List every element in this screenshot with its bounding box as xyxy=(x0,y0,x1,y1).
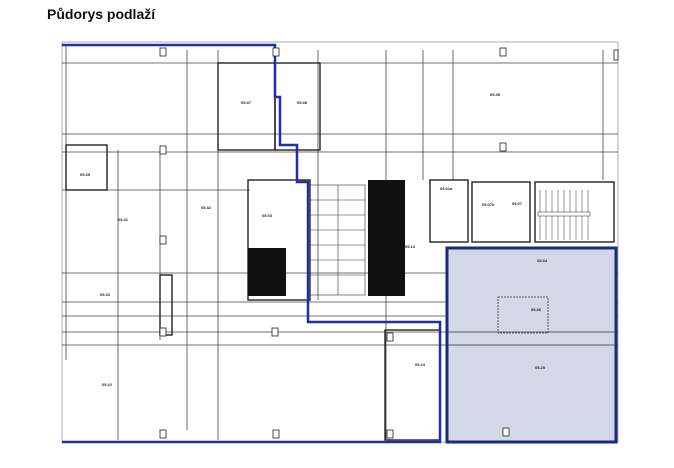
room-label: 05.24 xyxy=(415,362,426,367)
room-label: 05.32 xyxy=(201,205,212,210)
room-label: 05.39 xyxy=(80,172,91,177)
page-title: Půdorys podlaží xyxy=(47,6,156,22)
room-label: 05.34 xyxy=(537,258,548,263)
room-label: 05.07b xyxy=(482,202,495,207)
room-labels: 05.37 05.38 05.35 05.39 05.31 05.32 05.0… xyxy=(80,92,548,387)
room-label: 05.13 xyxy=(405,244,416,249)
room-label: 05.22 xyxy=(102,382,113,387)
shaft-left xyxy=(248,248,286,296)
room-label: 05.25 xyxy=(535,365,546,370)
grid-lines xyxy=(61,41,619,443)
shaft-right xyxy=(368,180,405,296)
room-label: 05.35 xyxy=(490,92,501,97)
room-label: 05.01a xyxy=(440,186,453,191)
room-label: 05.03 xyxy=(262,213,273,218)
room-label: 05.07 xyxy=(512,201,523,206)
column-markers xyxy=(159,47,619,439)
room-label: 05.37 xyxy=(241,100,252,105)
stair xyxy=(537,190,591,240)
toilets xyxy=(309,184,366,296)
boundary-line xyxy=(62,43,442,444)
room-label: 05.33 xyxy=(100,292,111,297)
room-label: 05.31 xyxy=(118,217,129,222)
room-label: 05.36 xyxy=(531,307,542,312)
room-label: 05.38 xyxy=(297,100,308,105)
